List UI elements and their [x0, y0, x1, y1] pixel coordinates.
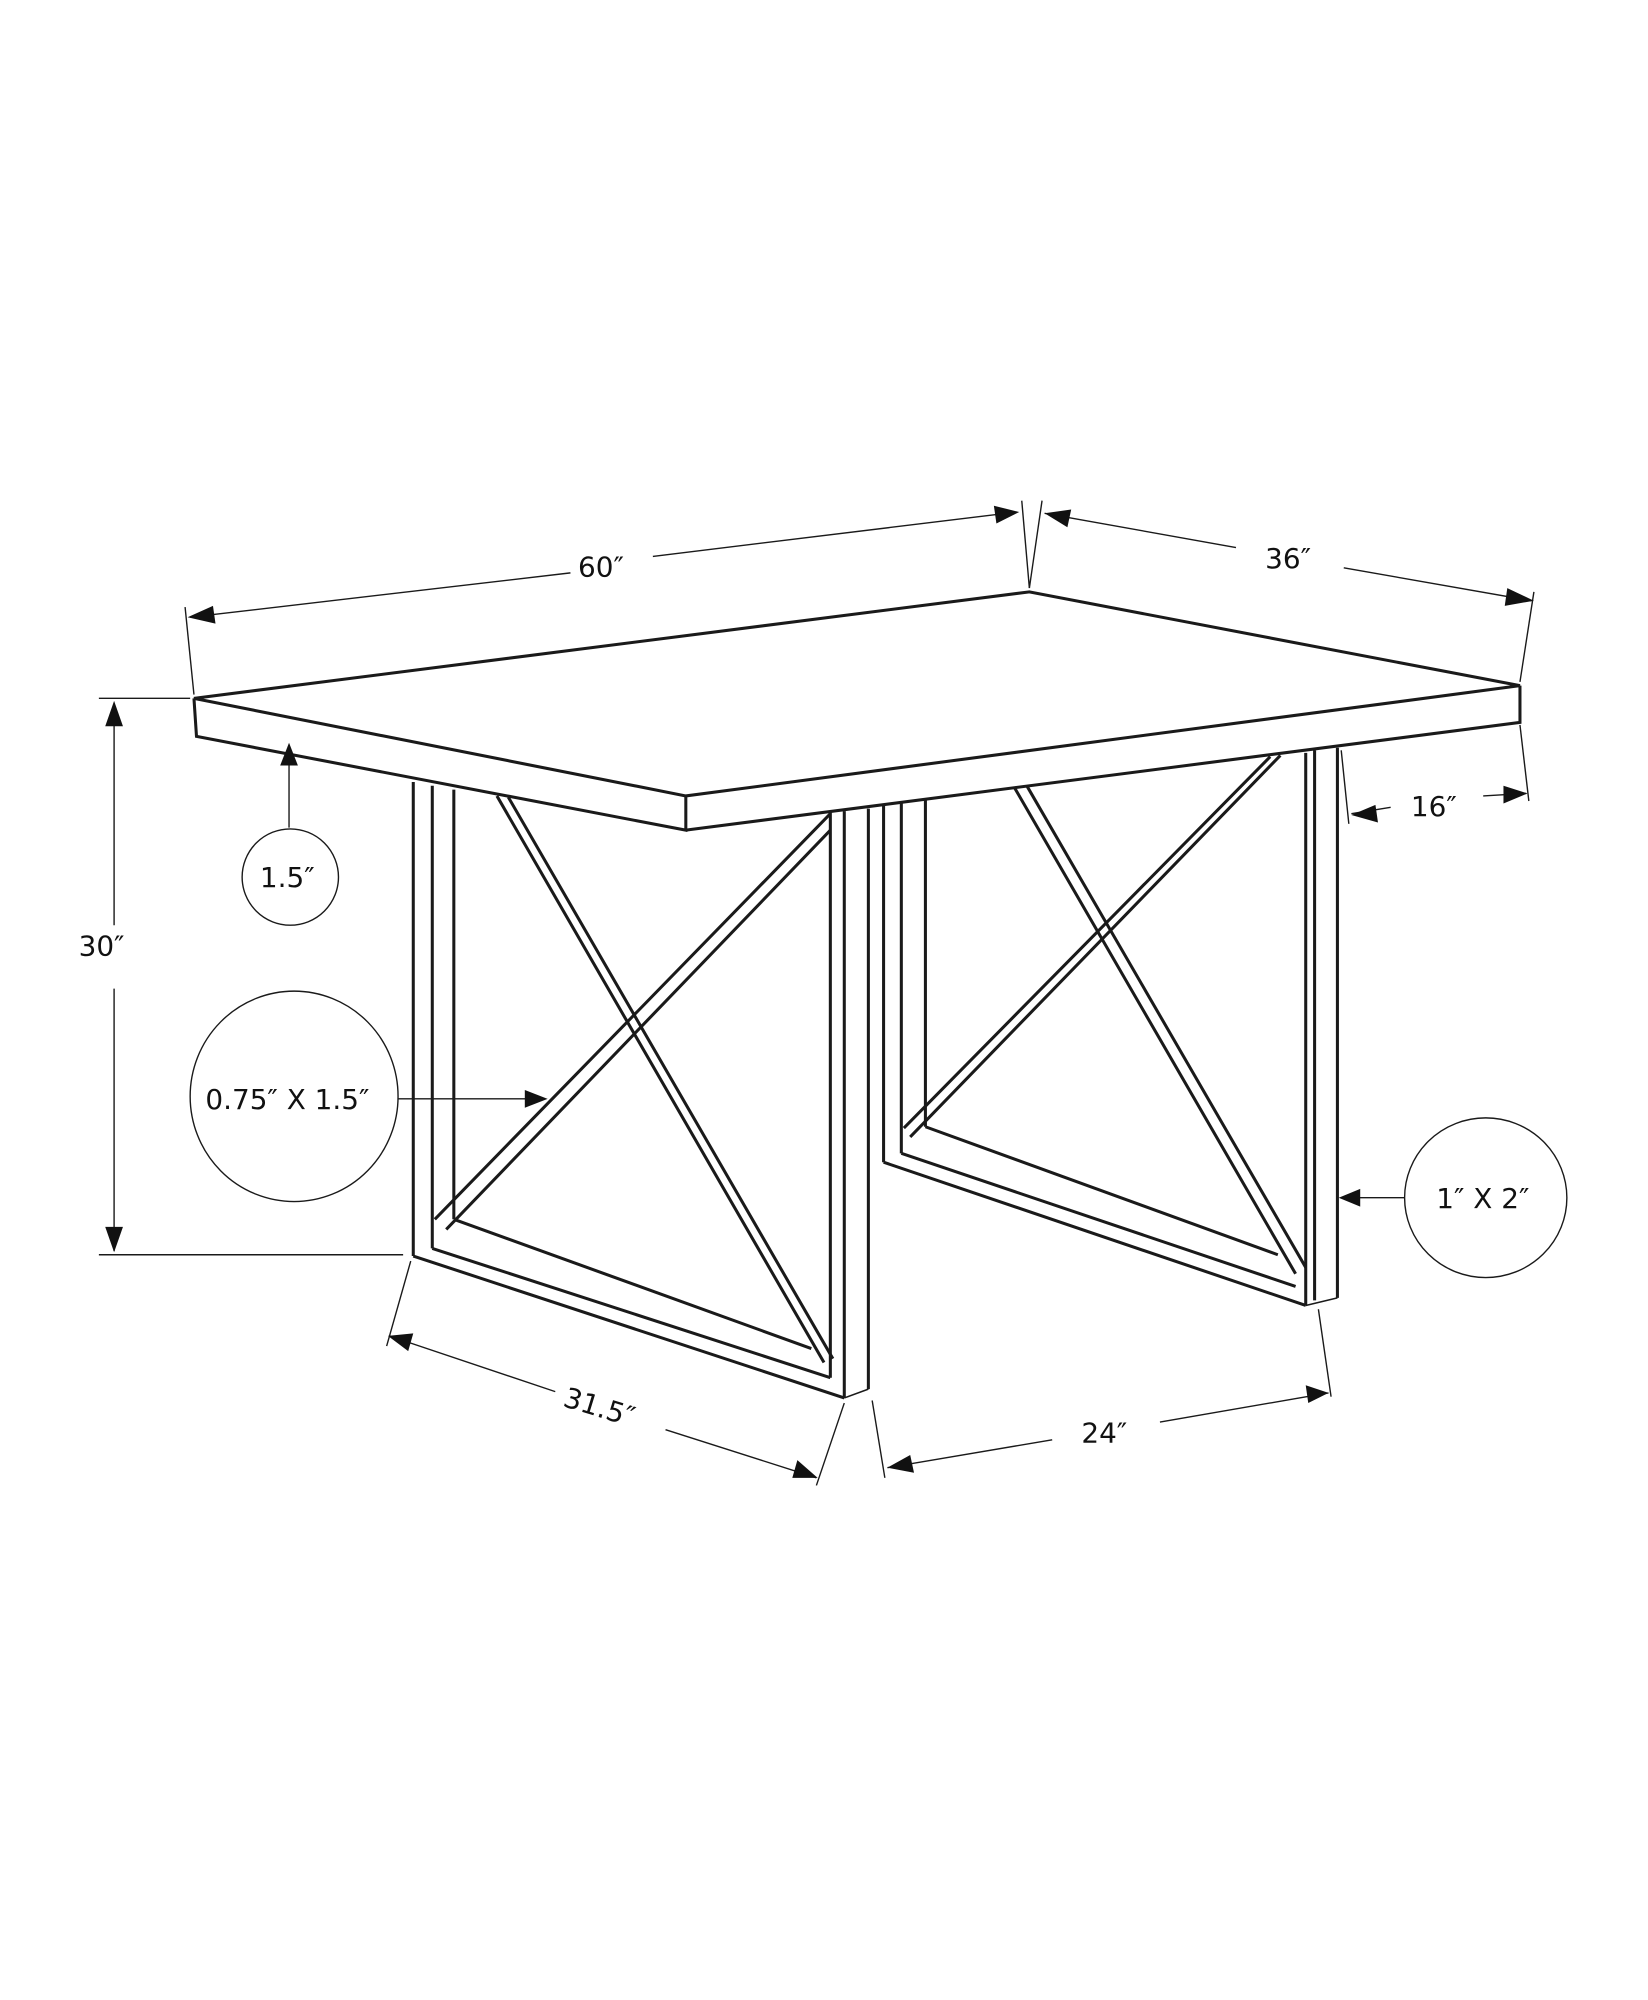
length-label: 60″: [578, 551, 624, 584]
width-label: 36″: [1265, 542, 1311, 575]
leg-clearance-label: 16″: [1411, 790, 1457, 823]
dimension-base-width: 24″: [871, 1309, 1332, 1478]
dimension-length: 60″: [184, 500, 1031, 695]
right-leg-frame: [882, 747, 1339, 1307]
table-top: [192, 590, 1522, 833]
dimension-base-length: 31.5″: [385, 1260, 845, 1486]
cross-brace-label: 0.75″ X 1.5″: [205, 1083, 369, 1116]
base-length-label: 31.5″: [560, 1381, 639, 1434]
base-width-label: 24″: [1081, 1416, 1127, 1449]
dimension-width: 36″: [1028, 500, 1535, 682]
height-label: 30″: [79, 930, 125, 963]
callout-leg-tube: 1″ X 2″: [1338, 1117, 1568, 1279]
leg-tube-label: 1″ X 2″: [1436, 1182, 1529, 1215]
callout-top-thickness: 1.5″: [241, 742, 340, 926]
left-leg-frame: [411, 782, 870, 1400]
top-thickness-label: 1.5″: [260, 861, 315, 894]
callout-cross-brace: 0.75″ X 1.5″: [189, 990, 548, 1203]
dimension-leg-clearance: 16″: [1340, 724, 1530, 824]
dimension-height: 30″: [79, 697, 404, 1256]
